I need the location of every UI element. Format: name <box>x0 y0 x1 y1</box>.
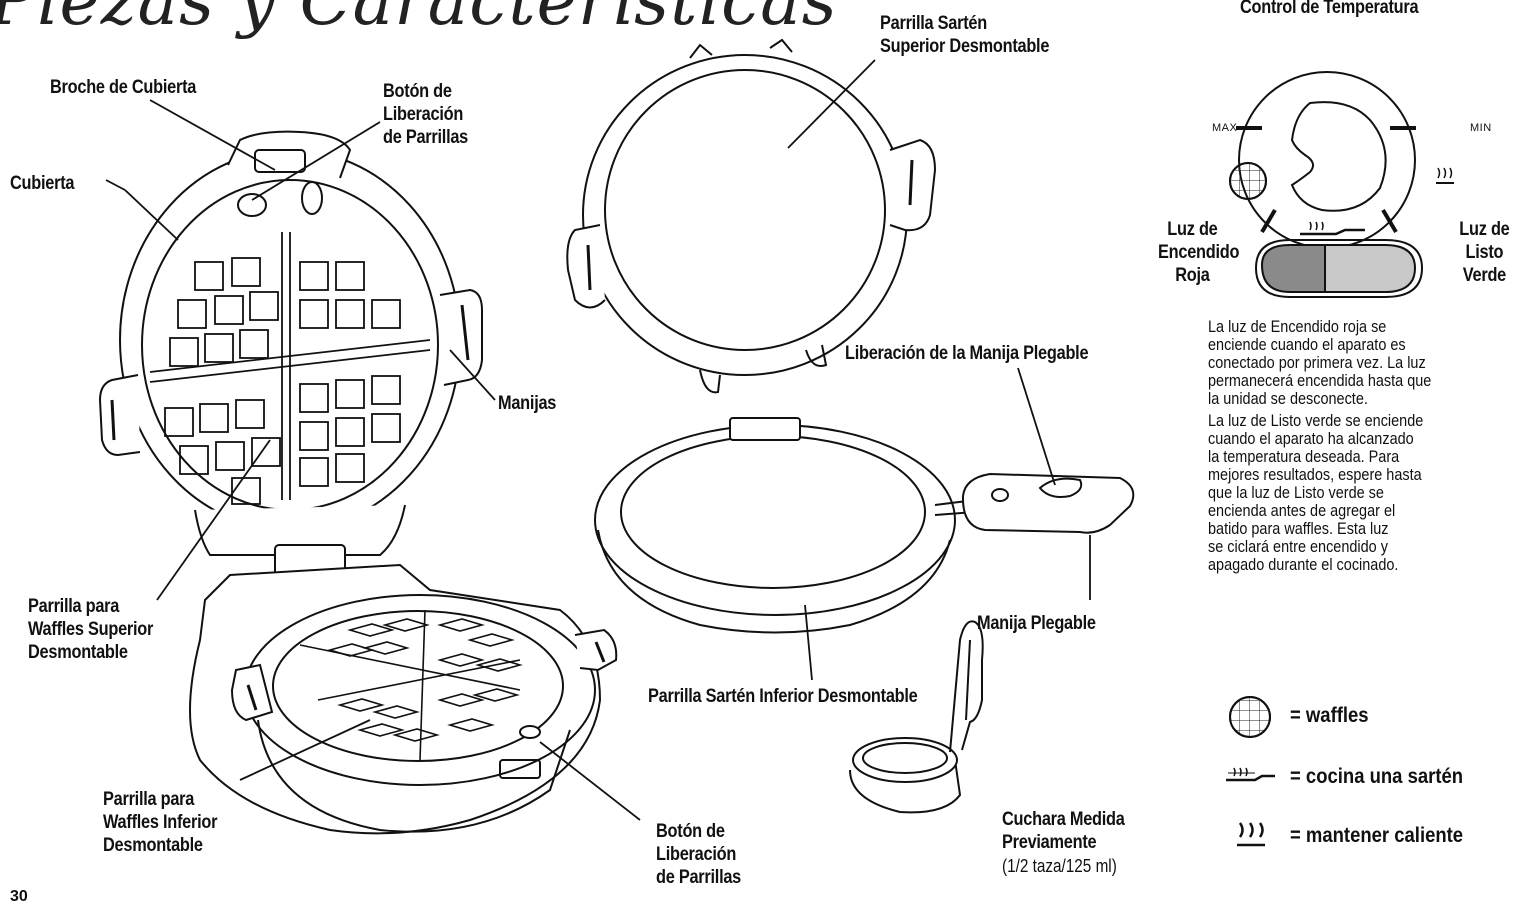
waffle-maker <box>98 130 618 835</box>
page-number: 30 <box>10 888 28 905</box>
legend-waffles: = waffles <box>1290 704 1369 727</box>
label-liberacion-manija-plegable: Liberación de la Manija Plegable <box>845 343 1089 364</box>
label-cubierta: Cubierta <box>10 173 75 194</box>
label-boton-liberacion-top: Botón de Liberación de Parrillas <box>383 81 469 148</box>
leader-lines <box>105 59 1091 821</box>
paragraph-green-light: La luz de Listo verde se enciende cuando… <box>1208 411 1424 574</box>
bottom-pan <box>594 417 1135 634</box>
dial-min-label: MIN <box>1470 122 1492 134</box>
label-cuchara-capacity: (1/2 taza/125 ml) <box>1002 856 1117 876</box>
label-cuchara-medida: Cuchara Medida Previamente <box>1002 809 1125 853</box>
label-parrilla-sarten-superior: Parrilla Sartén Superior Desmontable <box>880 13 1050 57</box>
temperature-dial <box>1229 71 1454 298</box>
legend-icons <box>1226 696 1275 847</box>
label-parrilla-sarten-inferior: Parrilla Sartén Inferior Desmontable <box>648 686 918 707</box>
top-pan-plate <box>566 38 937 394</box>
legend-sarten: = cocina una sartén <box>1290 765 1464 788</box>
label-parrilla-waffles-inferior: Parrilla para Waffles Inferior Desmontab… <box>103 789 218 856</box>
label-boton-liberacion-bottom: Botón de Liberación de Parrillas <box>656 821 742 888</box>
dial-max-label: MAX <box>1212 122 1238 134</box>
legend-caliente: = mantener caliente <box>1290 824 1464 847</box>
paragraph-red-light: La luz de Encendido roja se enciende cua… <box>1208 317 1432 408</box>
label-luz-encendido-roja: Luz de Encendido Roja <box>1158 219 1240 286</box>
label-broche-de-cubierta: Broche de Cubierta <box>50 77 197 98</box>
label-luz-listo-verde: Luz de Listo Verde <box>1459 219 1510 286</box>
page-title: Piezas y Características <box>0 0 838 41</box>
label-manijas: Manijas <box>498 393 557 414</box>
control-title: Control de Temperatura <box>1240 0 1419 18</box>
label-manija-plegable: Manija Plegable <box>977 613 1096 634</box>
label-parrilla-waffles-superior: Parrilla para Waffles Superior Desmontab… <box>28 596 154 663</box>
measuring-cup <box>849 620 984 814</box>
